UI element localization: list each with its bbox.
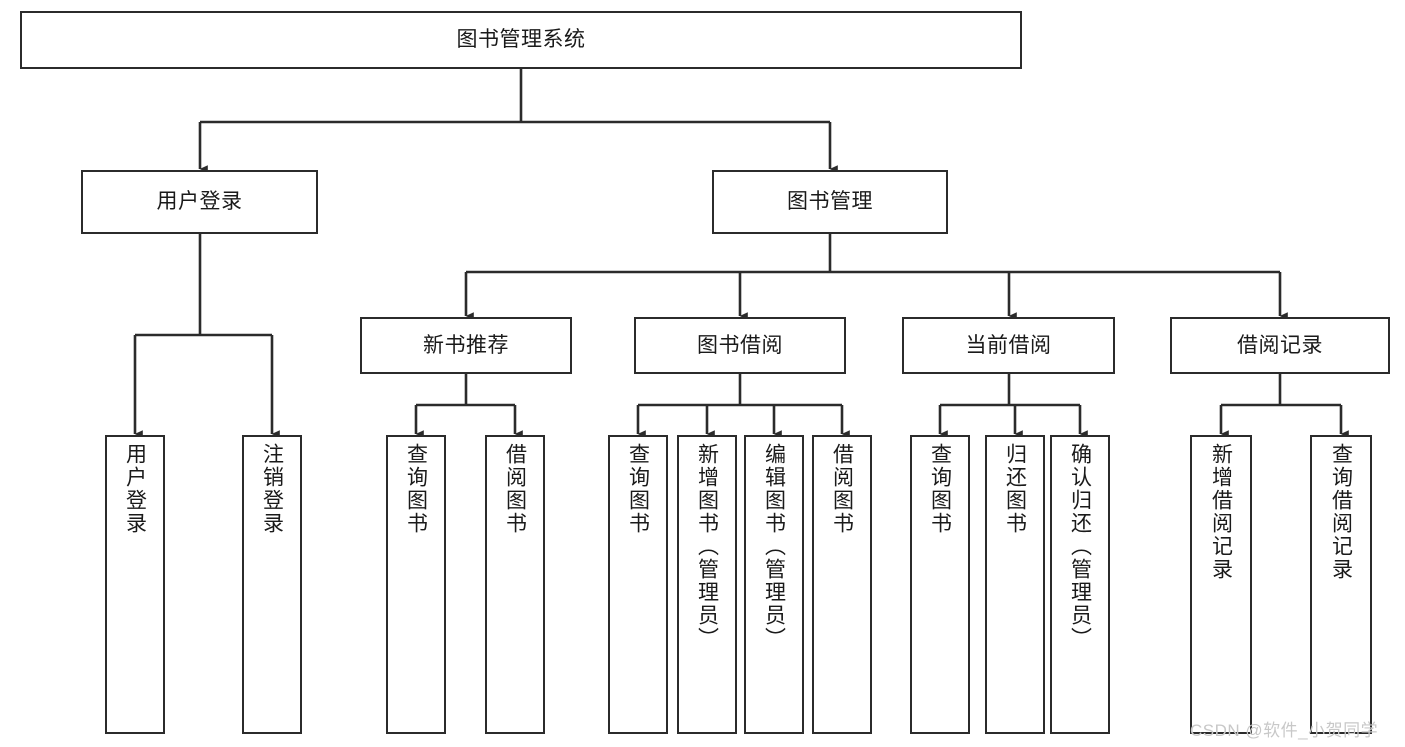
node-leaf-rec-query-label: 查询图书 — [404, 443, 428, 535]
node-leaf-borrow-lend-label: 借阅图书 — [830, 443, 854, 535]
node-leaf-user-login[interactable]: 用户登录 — [105, 435, 165, 734]
node-leaf-cur-return[interactable]: 归还图书 — [985, 435, 1045, 734]
node-leaf-borrow-add-label: 新增图书（管理员） — [695, 443, 719, 650]
node-leaf-cur-query-label: 查询图书 — [928, 443, 952, 535]
node-book-manage-label: 图书管理 — [787, 190, 873, 214]
node-user-login[interactable]: 用户登录 — [81, 170, 318, 234]
node-new-book-rec[interactable]: 新书推荐 — [360, 317, 572, 374]
node-book-borrow[interactable]: 图书借阅 — [634, 317, 846, 374]
node-book-borrow-label: 图书借阅 — [697, 333, 783, 357]
node-leaf-rec-query2-label: 查询借阅记录 — [1329, 443, 1353, 581]
node-leaf-user-logout[interactable]: 注销登录 — [242, 435, 302, 734]
node-leaf-rec-borrow[interactable]: 借阅图书 — [485, 435, 545, 734]
node-leaf-user-login-label: 用户登录 — [123, 443, 147, 535]
node-root[interactable]: 图书管理系统 — [20, 11, 1022, 69]
node-leaf-cur-confirm[interactable]: 确认归还（管理员） — [1050, 435, 1110, 734]
node-root-label: 图书管理系统 — [456, 28, 586, 52]
node-leaf-borrow-query[interactable]: 查询图书 — [608, 435, 668, 734]
node-current-borrow-label: 当前借阅 — [965, 333, 1052, 357]
node-leaf-cur-query[interactable]: 查询图书 — [910, 435, 970, 734]
node-new-book-rec-label: 新书推荐 — [423, 333, 509, 357]
node-leaf-rec-add[interactable]: 新增借阅记录 — [1190, 435, 1252, 734]
node-leaf-rec-query2[interactable]: 查询借阅记录 — [1310, 435, 1372, 734]
node-leaf-borrow-query-label: 查询图书 — [626, 443, 650, 535]
node-borrow-record-label: 借阅记录 — [1237, 333, 1323, 357]
node-current-borrow[interactable]: 当前借阅 — [902, 317, 1115, 374]
node-book-manage[interactable]: 图书管理 — [712, 170, 948, 234]
node-leaf-rec-borrow-label: 借阅图书 — [503, 443, 527, 535]
node-leaf-borrow-edit[interactable]: 编辑图书（管理员） — [744, 435, 804, 734]
node-leaf-rec-query[interactable]: 查询图书 — [386, 435, 446, 734]
node-user-login-label: 用户登录 — [156, 190, 243, 214]
node-leaf-cur-return-label: 归还图书 — [1003, 443, 1027, 535]
node-leaf-borrow-edit-label: 编辑图书（管理员） — [762, 443, 786, 650]
node-leaf-cur-confirm-label: 确认归还（管理员） — [1068, 443, 1092, 650]
node-leaf-rec-add-label: 新增借阅记录 — [1209, 443, 1233, 581]
node-leaf-borrow-lend[interactable]: 借阅图书 — [812, 435, 872, 734]
node-borrow-record[interactable]: 借阅记录 — [1170, 317, 1390, 374]
node-leaf-user-logout-label: 注销登录 — [260, 443, 284, 535]
node-leaf-borrow-add[interactable]: 新增图书（管理员） — [677, 435, 737, 734]
